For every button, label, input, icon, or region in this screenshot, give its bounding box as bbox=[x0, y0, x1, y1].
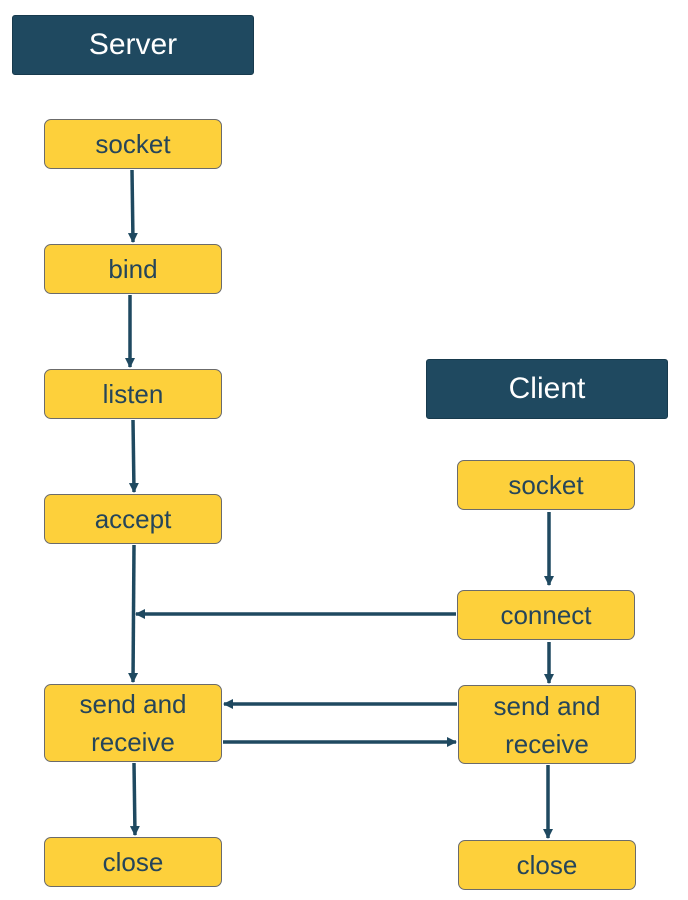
server-send-receive-step: send and receive bbox=[44, 684, 222, 762]
client-send-receive-step: send and receive bbox=[458, 685, 636, 764]
client-header: Client bbox=[426, 359, 668, 419]
arrow-socket-to-bind bbox=[127, 169, 138, 243]
server-accept-step: accept bbox=[44, 494, 222, 544]
client-connect-step: connect bbox=[457, 590, 635, 640]
arrow-server-send-receive-to-close bbox=[129, 762, 140, 836]
server-close-step: close bbox=[44, 837, 222, 887]
server-header: Server bbox=[12, 15, 254, 75]
client-socket-step: socket bbox=[457, 460, 635, 510]
server-bind-step: bind bbox=[44, 244, 222, 294]
client-close-step: close bbox=[458, 840, 636, 890]
arrow-listen-to-accept bbox=[128, 419, 139, 493]
arrow-accept-to-send-receive bbox=[128, 544, 139, 683]
server-socket-step: socket bbox=[44, 119, 222, 169]
server-listen-step: listen bbox=[44, 369, 222, 419]
